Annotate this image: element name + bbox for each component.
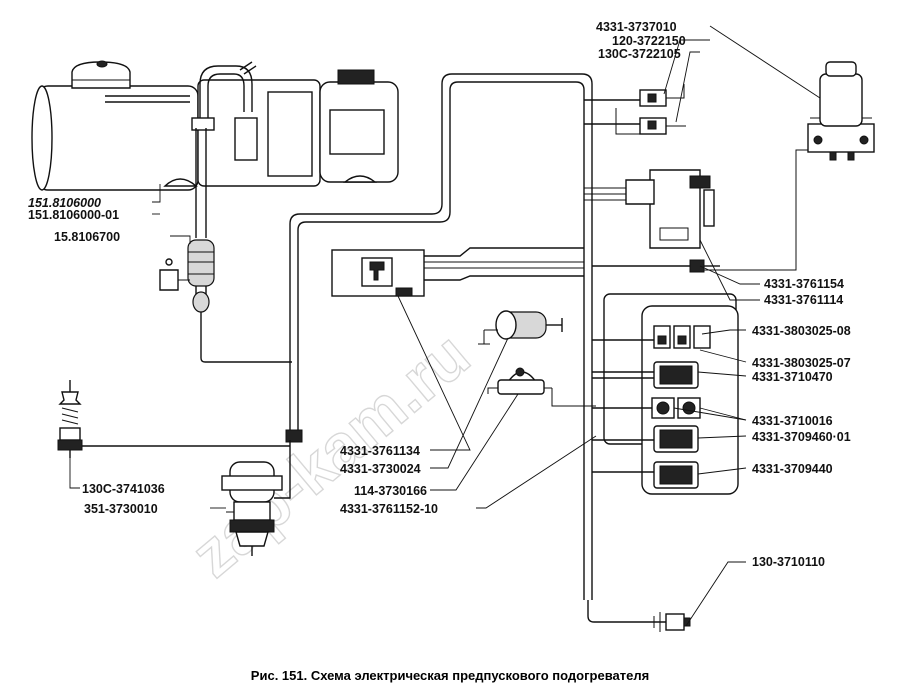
label-4331-3730024: 4331-3730024	[340, 462, 421, 476]
label-130c-3722105: 130С-3722105	[598, 47, 681, 61]
label-151-8106000-01: 151.8106000-01	[28, 208, 119, 222]
label-4331-3737010: 4331-3737010	[596, 20, 677, 34]
label-4331-3709440: 4331-3709440	[752, 462, 833, 476]
label-120-3722150: 120-3722150	[612, 34, 686, 48]
label-4331-3803025-07: 4331-3803025-07	[752, 356, 851, 370]
label-4331-3710470: 4331-3710470	[752, 370, 833, 384]
label-114-3730166: 114-3730166	[354, 484, 427, 498]
label-130c-3741036: 130С-3741036	[82, 482, 165, 496]
controller-unit	[584, 169, 720, 273]
label-15-8106700: 15.8106700	[54, 230, 120, 244]
label-351-3730010: 351-3730010	[84, 502, 158, 516]
label-4331-3709460-01: 4331-3709460·01	[752, 430, 851, 444]
label-4331-3761134: 4331-3761134	[340, 444, 420, 458]
label-4331-3761154: 4331-3761154	[764, 277, 844, 291]
fuse-switches	[584, 84, 686, 135]
glow-plug	[57, 380, 290, 458]
heater-harness	[159, 128, 292, 363]
solenoid-valve	[478, 310, 563, 345]
label-151-8106000: 151.8106000	[28, 196, 101, 210]
main-relay	[700, 61, 875, 271]
main-trunk	[285, 73, 593, 600]
figure-caption: Рис. 151. Схема электрическая предпусков…	[251, 668, 649, 683]
label-4331-3761152-10: 4331-3761152-10	[340, 502, 438, 516]
watermark: zap-kam.ru	[178, 318, 483, 590]
label-4331-3803025-08: 4331-3803025-08	[752, 324, 851, 338]
leader-lines	[69, 25, 821, 627]
fuel-sensor	[487, 367, 596, 407]
switch-panel	[592, 293, 739, 495]
label-4331-3761114: 4331-3761114	[764, 293, 843, 307]
relay-block	[331, 249, 425, 297]
heater-unit	[31, 60, 399, 191]
label-4331-3710016: 4331-3710016	[752, 414, 833, 428]
ground-switch	[587, 600, 691, 632]
part-labels: 151.8106000 151.8106000-01 15.8106700 13…	[28, 20, 851, 569]
label-130-3710110: 130-3710110	[752, 555, 825, 569]
pump-motor	[221, 440, 291, 556]
